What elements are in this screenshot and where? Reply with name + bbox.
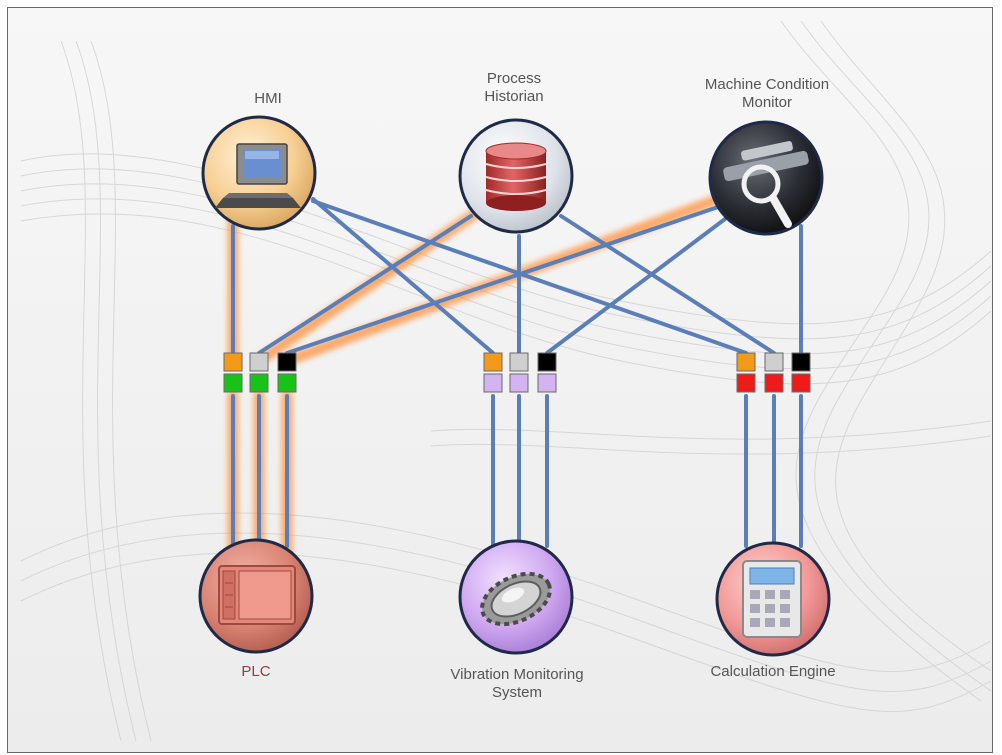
port-vibration-hmi-bottom	[483, 373, 503, 393]
node-calculation-engine[interactable]	[715, 541, 831, 657]
port-plc-historian-top	[249, 352, 269, 372]
port-plc-hmi-bottom	[223, 373, 243, 393]
label-process-historian: Process Historian	[484, 70, 544, 105]
node-hmi[interactable]	[201, 115, 317, 231]
port-calculation-historian-top	[764, 352, 784, 372]
node-process-historian[interactable]	[458, 118, 574, 234]
port-calculation-monitor-top	[791, 352, 811, 372]
port-vibration-monitor-bottom	[537, 373, 557, 393]
highlight-glow	[227, 193, 725, 557]
port-calculation-hmi-top	[736, 352, 756, 372]
computer-icon	[215, 143, 301, 208]
port-plc-historian-bottom	[249, 373, 269, 393]
port-vibration-historian-bottom	[509, 373, 529, 393]
port-blocks	[223, 352, 811, 393]
node-machine-condition-monitor[interactable]	[708, 120, 824, 236]
magnifier-icon	[723, 141, 809, 228]
port-calculation-hmi-bottom	[736, 373, 756, 393]
diagram-frame: HMI Process Historian Machine Condition …	[7, 7, 993, 753]
port-vibration-monitor-top	[537, 352, 557, 372]
calculator-icon	[742, 560, 802, 638]
gear-sensor-icon	[480, 571, 552, 627]
label-hmi: HMI	[254, 90, 282, 107]
node-vibration-monitoring-system[interactable]	[458, 539, 574, 655]
plc-board-icon	[218, 565, 296, 625]
port-vibration-historian-top	[509, 352, 529, 372]
port-plc-monitor-bottom	[277, 373, 297, 393]
label-plc: PLC	[241, 663, 271, 680]
background-swirls	[20, 20, 992, 742]
port-plc-monitor-top	[277, 352, 297, 372]
port-plc-hmi-top	[223, 352, 243, 372]
port-calculation-historian-bottom	[764, 373, 784, 393]
label-calculation-engine: Calculation Engine	[710, 663, 836, 680]
label-vibration-monitoring-system: Vibration Monitoring System	[450, 666, 584, 701]
label-machine-condition-monitor: Machine Condition Monitor	[704, 76, 830, 111]
port-vibration-hmi-top	[483, 352, 503, 372]
connection-lines	[231, 197, 803, 548]
database-icon	[485, 142, 547, 211]
port-calculation-monitor-bottom	[791, 373, 811, 393]
network-diagram	[20, 20, 992, 742]
node-plc[interactable]	[198, 538, 314, 654]
